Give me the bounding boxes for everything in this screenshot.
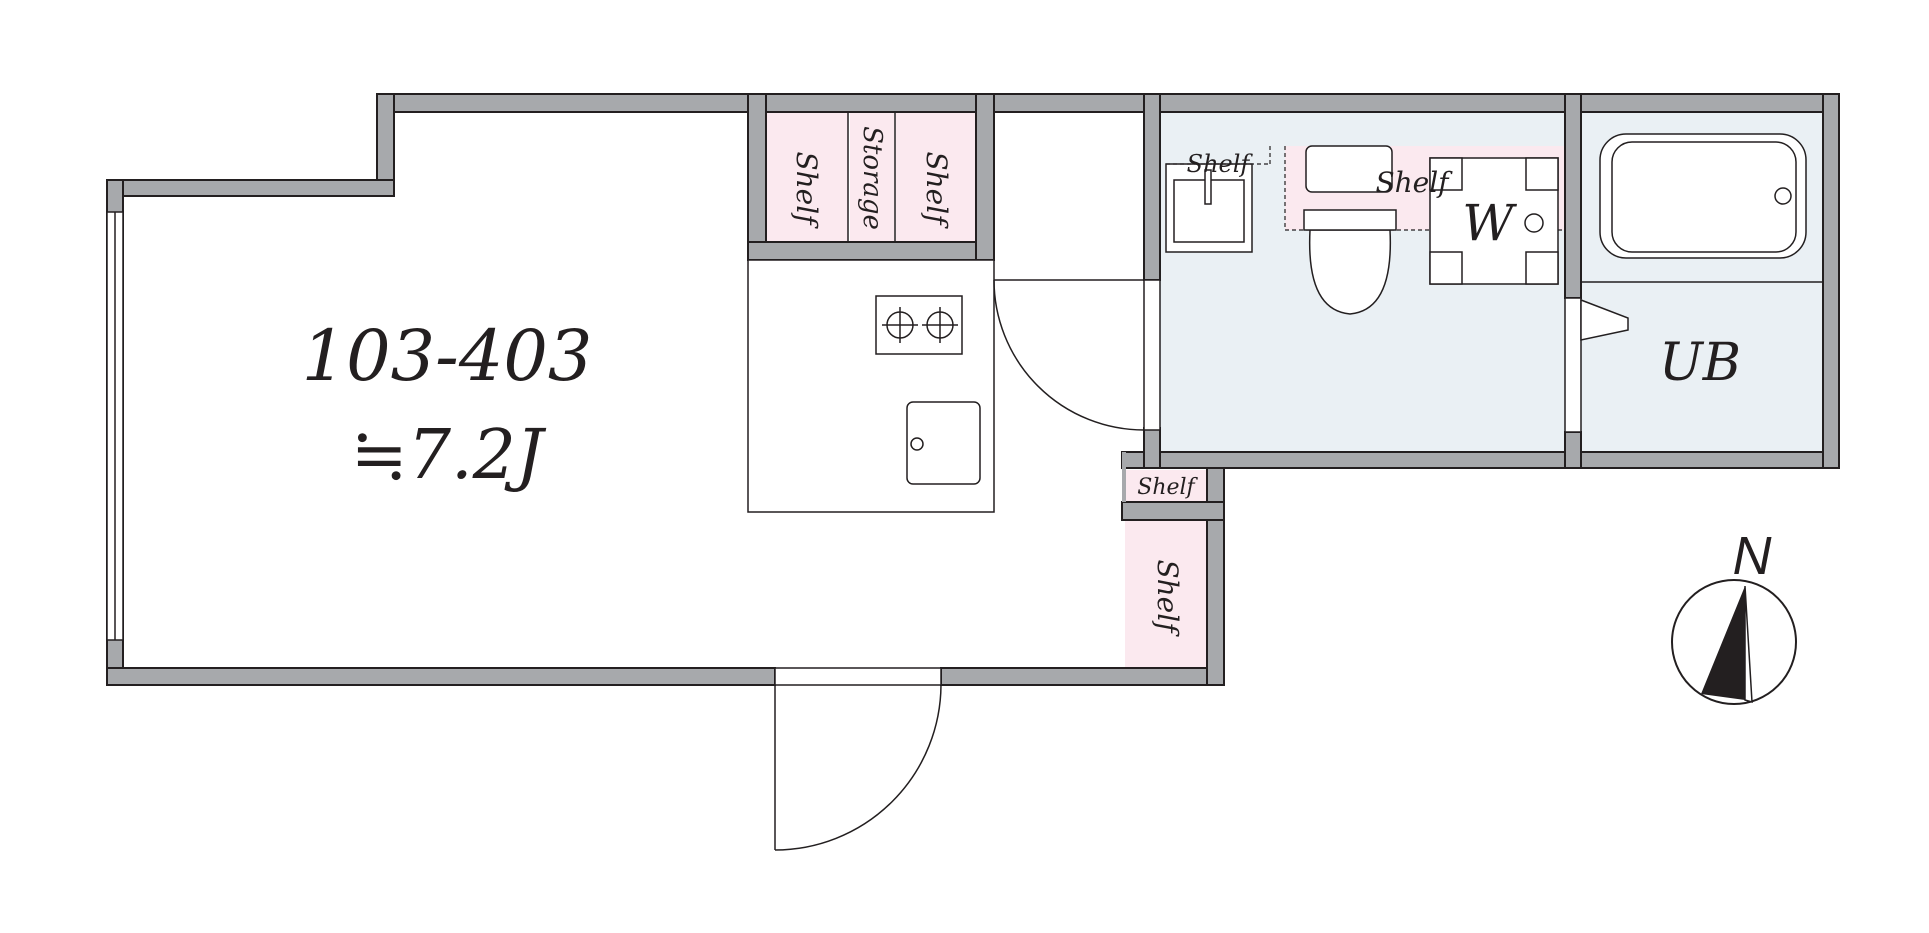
- window-left: [106, 211, 124, 641]
- closet-storage-fill: [850, 112, 894, 242]
- washbasin-icon: [1165, 163, 1253, 253]
- kitchen-sink-icon: [906, 401, 981, 485]
- bath-door[interactable]: [1564, 297, 1629, 433]
- stove-icon: [875, 295, 963, 355]
- wall-bath-left-upper: [1564, 93, 1582, 299]
- compass: N: [1671, 526, 1797, 705]
- closet-shelf-right-fill: [896, 112, 976, 242]
- wall-wet-left-lower: [1143, 427, 1161, 469]
- entry-shelf-tall-label: Shelf: [1151, 559, 1184, 637]
- wall-right: [1822, 93, 1840, 469]
- wall-top: [376, 93, 1840, 113]
- wall-bottom-left: [106, 667, 776, 686]
- laundry-shelf-label: Shelf: [1375, 166, 1453, 199]
- wall-bottom-right: [940, 667, 1225, 686]
- door-wet-area[interactable]: [993, 279, 1161, 431]
- wall-shelf-divider: [1121, 501, 1225, 521]
- wall-entry-right: [1206, 451, 1225, 686]
- wall-step-horizontal: [106, 179, 395, 197]
- bathtub-icon: [1581, 133, 1823, 283]
- wall-bath-left-lower: [1564, 431, 1582, 469]
- unit-area: ≒7.2J: [351, 416, 547, 495]
- wall-closet-bottom: [747, 241, 995, 261]
- toilet-icon: [1303, 145, 1397, 315]
- sink-shelf-outline: [1166, 146, 1271, 165]
- unit-number: 103-403: [302, 315, 593, 397]
- wall-closet-right: [975, 93, 995, 261]
- compass-needle-outline: [1744, 585, 1753, 704]
- entry-shelf-small-fill: [1125, 470, 1207, 502]
- closet-shelf-left-fill: [766, 112, 848, 242]
- closet-shelf-right-label: Shelf: [920, 151, 953, 229]
- sink-shelf-label: Shelf: [1187, 150, 1254, 178]
- washer-label: W: [1462, 194, 1517, 252]
- entry-shelf-small-label: Shelf: [1137, 475, 1198, 500]
- entry-shelf-tall-fill: [1125, 520, 1207, 670]
- washer-icon: [1429, 157, 1559, 285]
- compass-north-label: N: [1733, 526, 1773, 586]
- wall-shelf-left: [1122, 452, 1126, 502]
- bath-label: UB: [1659, 333, 1741, 393]
- compass-needle-icon: [1701, 586, 1745, 700]
- closet-shelf-left-label: Shelf: [790, 151, 823, 229]
- closet-dividers: [847, 112, 896, 242]
- closet-storage-label: Storage: [857, 126, 887, 230]
- wall-wet-left-upper: [1143, 93, 1161, 281]
- wall-closet-left: [747, 93, 767, 261]
- wall-wet-bottom: [1121, 451, 1840, 469]
- entrance-door[interactable]: [774, 667, 942, 851]
